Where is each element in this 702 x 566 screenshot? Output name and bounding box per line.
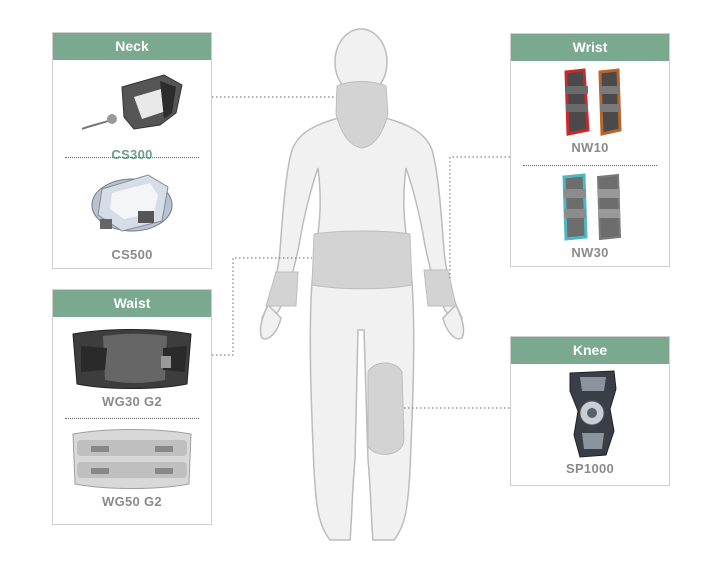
figure-right-hand: [442, 303, 465, 340]
product-label: CS500: [111, 247, 153, 262]
separator: [523, 165, 657, 166]
product-nw30[interactable]: NW30: [511, 173, 669, 260]
wrist-brace-nw10-icon: [564, 68, 622, 136]
product-label: CS300: [111, 147, 153, 162]
separator: [65, 418, 199, 419]
waist-belt-wg50-icon: [72, 429, 192, 489]
waist-belt-wg30-icon: [72, 329, 192, 389]
product-sp1000[interactable]: SP1000: [511, 369, 669, 476]
neck-brace-cs500-icon: [91, 174, 173, 232]
neck-brace-cs300-icon: [81, 74, 183, 130]
product-nw10[interactable]: NW10: [511, 68, 669, 155]
neck-panel: Neck CS300 CS500: [52, 32, 212, 269]
figure-knee-brace: [367, 362, 405, 455]
product-label: WG30 G2: [102, 394, 162, 409]
waist-panel: Waist WG30 G2 WG50 G2: [52, 289, 212, 525]
product-cs300[interactable]: CS300: [53, 67, 211, 162]
figure-left-wrist-brace: [265, 271, 299, 307]
figure-neck-brace: [335, 81, 389, 149]
figure-right-wrist-brace: [423, 269, 457, 307]
figure-waist-brace: [311, 230, 413, 290]
knee-panel-title: Knee: [511, 337, 669, 364]
product-wg30-g2[interactable]: WG30 G2: [53, 326, 211, 409]
product-label: NW30: [571, 245, 609, 260]
product-label: NW10: [571, 140, 609, 155]
waist-panel-title: Waist: [53, 290, 211, 317]
figure-torso: [260, 115, 464, 541]
neck-panel-title: Neck: [53, 33, 211, 60]
product-wg50-g2[interactable]: WG50 G2: [53, 426, 211, 509]
product-label: SP1000: [565, 461, 615, 476]
wrist-brace-nw30-icon: [562, 173, 622, 241]
wrist-panel: Wrist NW10 NW30: [510, 33, 670, 267]
product-label: WG50 G2: [102, 494, 162, 509]
product-cs500[interactable]: CS500: [53, 165, 211, 262]
wrist-panel-title: Wrist: [511, 34, 669, 61]
knee-panel: Knee SP1000: [510, 336, 670, 486]
knee-brace-sp1000-icon: [569, 370, 617, 458]
separator: [65, 157, 199, 158]
